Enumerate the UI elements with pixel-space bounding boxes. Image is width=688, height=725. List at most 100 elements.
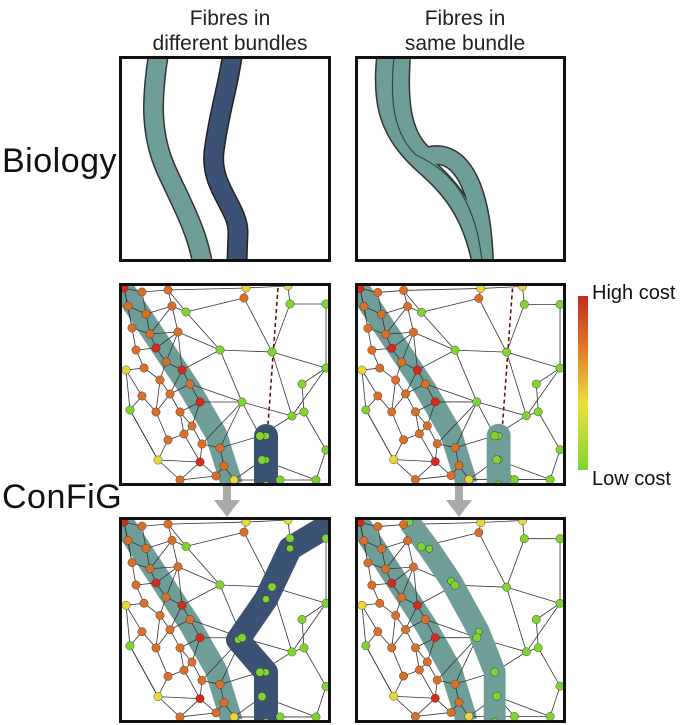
mesh-node	[359, 536, 369, 546]
mesh-node	[197, 675, 207, 685]
mesh-node	[361, 641, 371, 651]
mesh-node	[411, 407, 420, 417]
mesh-node	[391, 375, 400, 385]
mesh-node	[155, 611, 165, 620]
mesh-node	[401, 389, 410, 399]
mesh-node	[446, 471, 456, 480]
mesh-node	[387, 643, 397, 653]
mesh-node	[181, 542, 191, 551]
mesh-node	[432, 675, 442, 685]
mesh-node	[179, 429, 189, 439]
mesh-node	[151, 578, 161, 588]
mesh-node	[237, 397, 247, 407]
mesh-node	[173, 327, 183, 337]
mesh-node	[389, 455, 399, 465]
mesh-node	[163, 435, 173, 445]
mesh-node	[356, 284, 365, 293]
mesh-node	[275, 712, 285, 722]
mesh-node	[321, 682, 330, 691]
mesh-node	[239, 293, 249, 303]
mesh-node	[211, 471, 221, 481]
mesh-node	[399, 520, 408, 529]
mesh-node	[187, 421, 197, 431]
mesh-node	[432, 439, 442, 449]
dark-fibre	[226, 518, 330, 722]
mesh-node	[430, 457, 440, 467]
mesh-node	[533, 643, 543, 653]
mesh-node	[299, 643, 309, 653]
mesh-node	[321, 598, 330, 608]
mesh-node	[521, 647, 531, 657]
mesh-node	[373, 288, 383, 297]
mesh-node	[416, 542, 426, 552]
panel-config-same-before	[356, 284, 565, 485]
mesh-nodes	[120, 284, 330, 485]
mesh-node	[413, 600, 422, 610]
mesh-node	[476, 284, 486, 293]
dashed-edge	[267, 287, 279, 425]
mesh-node	[420, 379, 430, 389]
teal-fibre-new	[400, 518, 506, 722]
mesh-node	[450, 679, 460, 689]
mesh-node	[177, 600, 187, 610]
mesh-node	[215, 443, 225, 453]
mesh-node	[555, 445, 565, 455]
column-title-same-line2: same bundle	[404, 32, 526, 55]
mesh-node	[297, 615, 307, 624]
mesh-node	[533, 407, 543, 417]
mesh-node	[399, 435, 408, 445]
fibre-node	[425, 544, 434, 553]
mesh-node	[399, 671, 408, 681]
mesh-node	[299, 407, 309, 417]
mesh-node	[367, 580, 377, 590]
mesh-node	[165, 625, 175, 635]
mesh-node	[283, 518, 293, 525]
mesh-node	[167, 535, 177, 545]
mesh-node	[173, 562, 183, 572]
mesh-node	[474, 294, 484, 303]
mesh-node	[127, 323, 137, 333]
mesh-node	[185, 615, 195, 624]
mesh-node	[181, 307, 191, 317]
mesh-node	[137, 391, 147, 401]
mesh-node	[195, 397, 205, 407]
mesh-node	[137, 287, 147, 297]
mesh-node	[127, 558, 137, 568]
mesh-node	[195, 633, 205, 643]
mesh-node	[391, 611, 400, 620]
mesh-node	[472, 633, 482, 643]
mesh-node	[409, 562, 418, 572]
mesh-node	[121, 365, 131, 375]
mesh-node	[531, 615, 541, 624]
mesh-node	[179, 665, 189, 675]
mesh-node	[155, 375, 165, 385]
mesh-node	[137, 521, 147, 531]
mesh-node	[195, 694, 205, 704]
mesh-node	[377, 544, 387, 554]
mesh-node	[120, 518, 129, 527]
mesh-node	[151, 343, 161, 353]
mesh-node	[492, 691, 502, 701]
mesh-node	[490, 667, 500, 677]
mesh-node	[287, 647, 297, 657]
mesh-node	[321, 363, 330, 373]
mesh-node	[397, 357, 406, 367]
panel-biology-same-bundle	[356, 57, 565, 261]
mesh-node	[297, 379, 307, 389]
mesh-node	[464, 712, 474, 721]
column-title-same-bundle: Fibres in same bundle	[355, 6, 575, 56]
fibre-node	[286, 544, 294, 553]
mesh-node	[518, 284, 527, 291]
mesh-node	[151, 643, 161, 653]
mesh-node	[415, 665, 424, 675]
mesh-node	[239, 527, 249, 537]
mesh-node	[411, 475, 420, 484]
mesh-node	[175, 643, 185, 653]
mesh-node	[357, 365, 367, 375]
mesh-node	[454, 697, 464, 707]
mesh-node	[373, 522, 383, 531]
mesh-node	[387, 578, 397, 588]
panel-config-same-after	[356, 518, 565, 722]
mesh-node	[397, 592, 406, 602]
mesh-node	[363, 558, 373, 568]
